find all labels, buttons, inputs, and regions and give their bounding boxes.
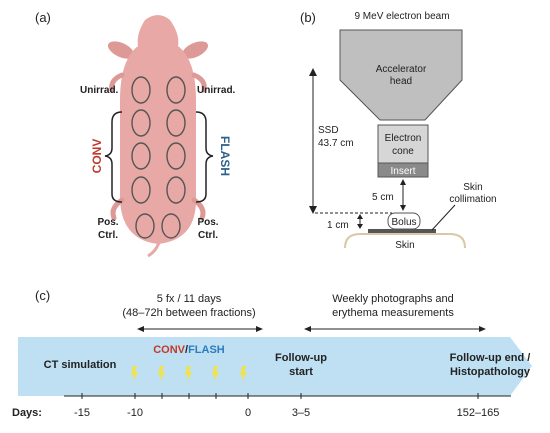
- field-posctrl-right: [161, 213, 181, 239]
- days-axis-title: Days:: [12, 407, 42, 419]
- ssd-label-1: SSD: [318, 125, 339, 136]
- field-flash-3: [166, 176, 186, 204]
- panel-b-label: (b): [300, 10, 316, 25]
- followup-start-label-2: start: [289, 366, 313, 378]
- pig-hindleg-right: [191, 197, 206, 221]
- insert-label: Insert: [390, 166, 415, 177]
- cone-label-1: Electron: [385, 133, 422, 144]
- gap-arrow-head-top: [400, 179, 406, 185]
- weekly-label-2: erythema measurements: [332, 307, 454, 319]
- ssd-label-2: 43.7 cm: [318, 138, 354, 149]
- followup-start-label-1: Follow-up: [275, 352, 327, 364]
- electron-cone: [377, 124, 429, 164]
- pig-body: [120, 15, 196, 244]
- bolus-gap-head-top: [357, 214, 363, 219]
- fraction-arrow-right: [256, 326, 263, 332]
- timeline-band: [18, 337, 532, 396]
- followup-end-label-2: Histopathology: [450, 366, 531, 378]
- label-flash-group: FLASH: [218, 136, 232, 176]
- label-posctrl-right-2: Ctrl.: [198, 230, 218, 241]
- skin-collimation-plate: [368, 229, 436, 233]
- fraction-bolt-5: [240, 366, 247, 382]
- bolus-gap-head-bottom: [357, 224, 363, 229]
- panel-a-label: (a): [35, 10, 51, 25]
- fraction-bolt-1: [131, 366, 138, 382]
- field-unirrad-left: [131, 76, 151, 104]
- collimation-label-2: collimation: [449, 194, 496, 205]
- bolus-gap-label: 1 cm: [327, 220, 349, 231]
- pig-foreleg-left: [109, 72, 125, 93]
- field-flash-2: [166, 142, 186, 170]
- bolus-label: Bolus: [391, 217, 416, 228]
- label-posctrl-right-1: Pos.: [197, 217, 218, 228]
- skin-surface: [344, 233, 466, 249]
- label-posctrl-left-2: Ctrl.: [98, 230, 118, 241]
- collimation-pointer: [431, 204, 456, 231]
- pig-foreleg-right: [191, 72, 207, 93]
- label-posctrl-left-1: Pos.: [97, 217, 118, 228]
- accelerator-head: [339, 29, 463, 121]
- label-conv-group: CONV: [90, 139, 104, 174]
- field-conv-2: [131, 142, 151, 170]
- collimation-label-1: Skin: [463, 182, 482, 193]
- tick-label-152-165: 152–165: [457, 407, 500, 419]
- pig-ear-left: [107, 41, 135, 59]
- field-posctrl-left: [135, 213, 155, 239]
- fraction-arrow-left: [137, 326, 144, 332]
- arm-label-flash: FLASH: [188, 344, 225, 356]
- ct-simulation-label: CT simulation: [44, 359, 117, 371]
- fraction-label-2: (48–72h between fractions): [122, 307, 255, 319]
- beam-label: 9 MeV electron beam: [354, 11, 449, 22]
- arm-label: CONV/FLASH: [153, 344, 225, 356]
- brace-flash: [195, 111, 214, 203]
- head-label-2: head: [390, 76, 412, 87]
- field-conv-3: [131, 176, 151, 204]
- weekly-label-1: Weekly photographs and: [332, 293, 454, 305]
- arm-label-slash: /: [185, 344, 188, 356]
- ssd-arrow-head-top: [309, 68, 317, 76]
- label-unirrad-right: Unirrad.: [197, 85, 236, 96]
- weekly-arrow-left: [304, 326, 311, 332]
- ssd-arrow-head-bottom: [309, 206, 317, 214]
- weekly-arrow-right: [479, 326, 486, 332]
- field-conv-1: [131, 109, 151, 137]
- label-unirrad-left: Unirrad.: [80, 85, 119, 96]
- arm-label-conv: CONV: [153, 344, 185, 356]
- tick-label-0: 0: [245, 407, 251, 419]
- followup-end-label-1: Follow-up end /: [450, 352, 531, 364]
- fraction-label-1: 5 fx / 11 days: [157, 293, 222, 305]
- skin-label: Skin: [395, 240, 414, 251]
- fraction-bolt-4: [212, 366, 219, 382]
- fraction-markers: [131, 366, 247, 382]
- tick-label-minus10: -10: [127, 407, 143, 419]
- tick-label-3-5: 3–5: [292, 407, 310, 419]
- irradiation-fields: [131, 76, 186, 239]
- brace-conv: [104, 111, 123, 203]
- panel-c-label: (c): [35, 288, 50, 303]
- gap-label: 5 cm: [372, 192, 394, 203]
- fraction-bolt-2: [158, 366, 165, 382]
- tick-label-minus15: -15: [74, 407, 90, 419]
- field-unirrad-right: [166, 76, 186, 104]
- fraction-bolt-3: [185, 366, 192, 382]
- pig-silhouette: [107, 15, 209, 258]
- cone-label-2: cone: [392, 146, 414, 157]
- pig-ear-right: [181, 41, 209, 59]
- insert: [377, 162, 429, 178]
- head-label-1: Accelerator: [376, 64, 427, 75]
- gap-arrow-head-bottom: [400, 205, 406, 211]
- field-flash-1: [166, 109, 186, 137]
- days-axis-ticks: [81, 393, 479, 399]
